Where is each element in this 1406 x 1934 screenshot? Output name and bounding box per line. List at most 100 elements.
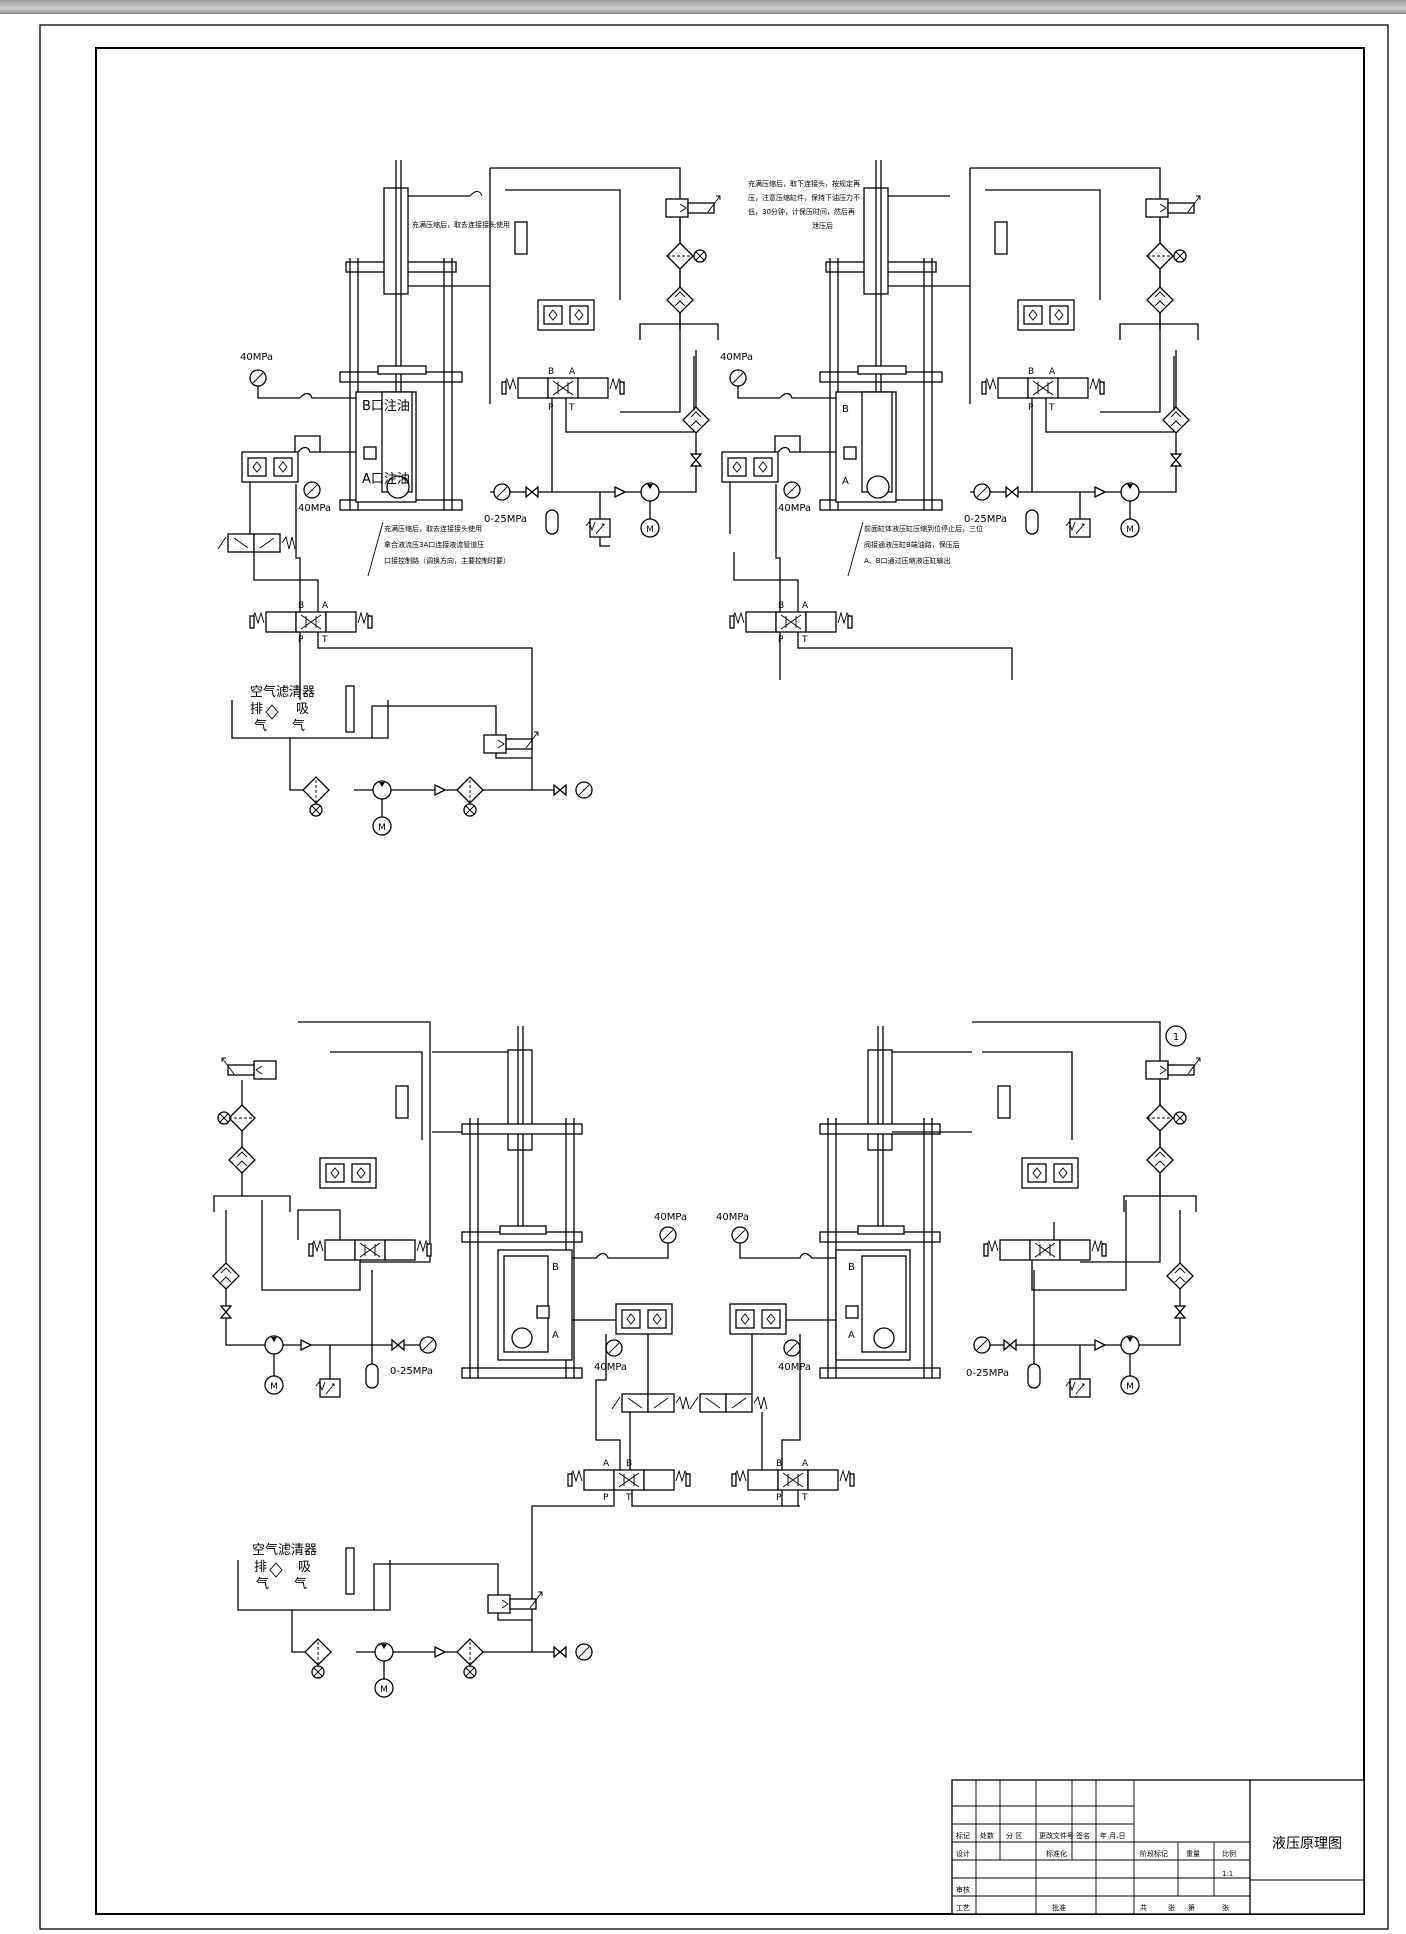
tank bbox=[639, 323, 719, 340]
oil-tank bbox=[231, 700, 389, 739]
air-filter-title: 空气滤清器 bbox=[250, 684, 315, 700]
port-a: A bbox=[848, 1330, 855, 1341]
port-a: A bbox=[552, 1330, 559, 1341]
gauge-label: 40MPa bbox=[240, 352, 273, 363]
check-valve bbox=[614, 486, 626, 498]
tank bbox=[1119, 323, 1199, 340]
air-filter-qi-right: 气 bbox=[292, 718, 305, 734]
air-filter-qi-left: 气 bbox=[256, 1576, 269, 1592]
relief-valve bbox=[585, 518, 611, 538]
range-label: 0-25MPa bbox=[964, 514, 1007, 525]
range-label: 0-25MPa bbox=[484, 514, 527, 525]
filter-indicator bbox=[693, 249, 707, 263]
main-directional-valve bbox=[731, 1469, 855, 1491]
main-port-t: T bbox=[321, 635, 328, 645]
tb-count: 处数 bbox=[980, 1831, 994, 1840]
filter-indicator bbox=[217, 1111, 231, 1125]
top-note-line2: 压，注意压缩缸件，保持下油压力不 bbox=[748, 193, 860, 202]
filter-indicator bbox=[1173, 249, 1187, 263]
main-port-b: B bbox=[776, 1459, 782, 1469]
port-label-b: B bbox=[548, 367, 554, 377]
solenoid-valve bbox=[217, 533, 296, 553]
relief-solenoid bbox=[1145, 1057, 1201, 1080]
filter bbox=[228, 1104, 256, 1132]
shutoff-valve bbox=[690, 453, 702, 467]
pressure-gauge-40mpa bbox=[249, 369, 267, 387]
tb-mark: 标记 bbox=[956, 1831, 970, 1840]
heat-exchanger bbox=[1162, 406, 1190, 434]
main-port-t: T bbox=[801, 635, 808, 645]
main-motor bbox=[372, 816, 392, 836]
main-directional-valve bbox=[249, 611, 373, 633]
range-label: 0-25MPa bbox=[966, 1368, 1009, 1379]
tank-relief-solenoid bbox=[487, 1591, 543, 1614]
pressure-gauge-40mpa-lower bbox=[783, 1339, 801, 1357]
suction-filter-indicator bbox=[309, 803, 323, 817]
gauge-valve bbox=[391, 1339, 405, 1351]
gauge-label: 40MPa bbox=[716, 1212, 749, 1223]
main-port-a: A bbox=[603, 1459, 610, 1469]
air-filter-exhaust: 排 bbox=[250, 702, 263, 717]
top-note-line4: 泄压后 bbox=[812, 221, 833, 230]
suction-filter bbox=[304, 1638, 332, 1666]
main-port-t: T bbox=[625, 1493, 632, 1503]
pressure-gauge-range bbox=[973, 483, 991, 501]
pressure-filter-indicator bbox=[463, 1665, 477, 1679]
pressure-gauge-40mpa bbox=[731, 1226, 749, 1244]
press-frame bbox=[339, 160, 463, 511]
heat-exchanger bbox=[1166, 1262, 1194, 1290]
tb-approve: 批准 bbox=[1052, 1903, 1066, 1912]
motor bbox=[264, 1375, 284, 1395]
press-cylinder bbox=[507, 1049, 533, 1151]
port-label-t: T bbox=[1048, 403, 1055, 413]
callout-number: 1 bbox=[1173, 1032, 1179, 1043]
filter-indicator bbox=[1173, 1111, 1187, 1125]
pressure-filter bbox=[456, 1638, 484, 1666]
pressure-gauge-range bbox=[419, 1336, 437, 1354]
suction-filter-indicator bbox=[311, 1665, 325, 1679]
accumulator bbox=[545, 509, 559, 535]
dual-check-valve bbox=[537, 299, 595, 331]
pilot-check-pair bbox=[615, 1303, 673, 1335]
shutoff-valve bbox=[1170, 453, 1182, 467]
port-label-t: T bbox=[568, 403, 575, 413]
main-port-a: A bbox=[802, 601, 809, 611]
dual-check-valve bbox=[1021, 1157, 1079, 1189]
directional-valve bbox=[501, 377, 625, 399]
pressure-switch bbox=[395, 1085, 409, 1119]
tb-signature: 签名 bbox=[1076, 1831, 1090, 1840]
main-motor bbox=[374, 1678, 394, 1698]
dual-check-valve bbox=[1017, 299, 1075, 331]
air-filter-qi-left: 气 bbox=[254, 718, 267, 734]
circuit-top-right: B A 充满压缩后，取下连接头，按规定再 压，注意压缩缸件，保持下油压力不 低，… bbox=[720, 160, 1201, 680]
main-port-a: A bbox=[322, 601, 329, 611]
pressure-gauge-40mpa-lower bbox=[303, 481, 321, 499]
pressure-filter bbox=[456, 776, 484, 804]
relief-valve bbox=[1065, 518, 1091, 538]
main-port-b: B bbox=[778, 601, 784, 611]
cooler bbox=[1146, 1146, 1174, 1174]
port-label-p: P bbox=[548, 403, 554, 413]
pump-check bbox=[434, 1646, 446, 1658]
relief-solenoid bbox=[1145, 195, 1201, 218]
main-port-p: P bbox=[603, 1493, 609, 1503]
port-b-note: B bbox=[842, 404, 849, 415]
pump bbox=[1120, 482, 1140, 502]
port-label-p: P bbox=[1028, 403, 1034, 413]
tb-design: 设计 bbox=[956, 1849, 970, 1858]
window-title-bar bbox=[0, 0, 1406, 14]
press-cylinder bbox=[867, 1049, 893, 1151]
relief-valve bbox=[1065, 1378, 1091, 1398]
pilot-check-pair bbox=[729, 1303, 787, 1335]
tb-standardization: 标准化 bbox=[1046, 1849, 1067, 1858]
tb-change-no: 更改文件号 bbox=[1039, 1831, 1074, 1840]
main-directional-valve bbox=[567, 1469, 691, 1491]
pressure-switch bbox=[994, 221, 1008, 255]
main-port-a: A bbox=[802, 1459, 809, 1469]
pilot-check-pair bbox=[241, 451, 299, 483]
accumulator bbox=[365, 1363, 379, 1389]
main-pump bbox=[374, 1642, 394, 1662]
callout-circle bbox=[1165, 1025, 1187, 1047]
main-port-p: P bbox=[298, 635, 304, 645]
port-b-note: B口注油 bbox=[362, 399, 410, 414]
